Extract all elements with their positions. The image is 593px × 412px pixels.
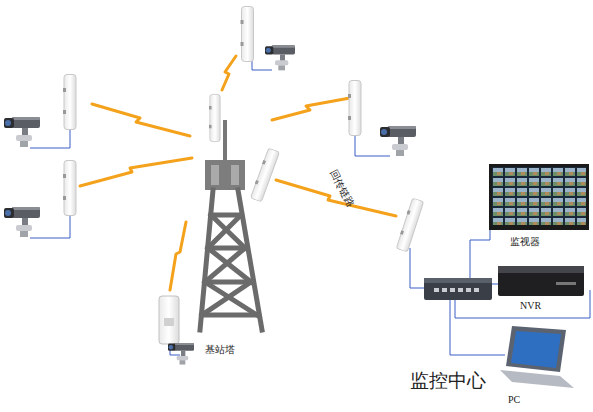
center-title: 监控中心 — [410, 370, 486, 392]
node-label: NVR — [520, 299, 586, 312]
cable-wires — [30, 60, 590, 355]
tower-illustration — [200, 94, 280, 330]
link-label: 回传链路 — [327, 168, 357, 209]
laptop-illustration — [500, 326, 574, 388]
node-label: PC — [508, 393, 576, 406]
monitor-node: 监视器 — [488, 162, 590, 250]
nvr-illustration — [498, 266, 584, 296]
node-label: 监视器 — [510, 235, 590, 248]
pc-node: PC — [496, 322, 576, 408]
nvr-node: NVR — [496, 262, 586, 312]
tower-node: 基站塔 — [195, 90, 275, 360]
node-label: 基站塔 — [205, 343, 275, 356]
wireless-links — [80, 56, 396, 290]
network-switch — [424, 278, 492, 300]
monitor-illustration — [489, 164, 589, 230]
